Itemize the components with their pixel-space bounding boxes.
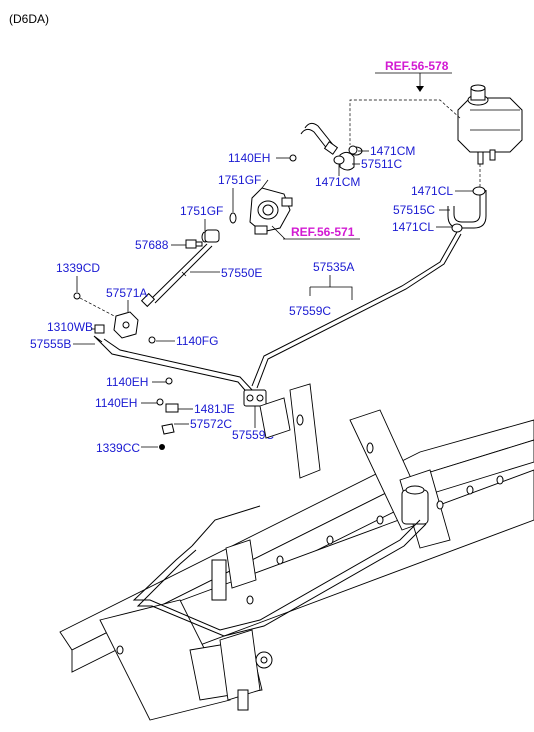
return-tube-57535a	[251, 231, 458, 387]
label-57550e[interactable]: 57550E	[221, 266, 262, 280]
pump-ref-label[interactable]: REF.56-571	[291, 225, 355, 239]
label-1140eh-top[interactable]: 1140EH	[228, 151, 270, 165]
label-1339cc[interactable]: 1339CC	[96, 441, 140, 455]
label-1751gf-top[interactable]: 1751GF	[218, 173, 261, 187]
label-57555b[interactable]: 57555B	[30, 337, 71, 351]
bolt-1310wb	[94, 324, 105, 334]
tube-57555b	[93, 335, 251, 397]
label-57559c-top[interactable]: 57559C	[289, 304, 331, 318]
nut-1339cc	[159, 444, 165, 450]
label-1140eh-a[interactable]: 1140EH	[106, 375, 148, 389]
bolt-1140eh-a	[165, 377, 173, 385]
label-1310wb[interactable]: 1310WB	[47, 320, 93, 334]
label-57535a[interactable]: 57535A	[313, 260, 354, 274]
label-57688[interactable]: 57688	[135, 238, 169, 252]
reservoir-tank	[457, 84, 523, 165]
chassis-frame	[59, 383, 534, 721]
label-1471cm-right[interactable]: 1471CM	[370, 144, 415, 158]
frame-tube-2	[136, 523, 427, 637]
label-1140eh-b[interactable]: 1140EH	[95, 396, 137, 410]
suction-hose-57515c	[447, 190, 487, 229]
label-57571a[interactable]: 57571A	[106, 286, 147, 300]
label-1471cl-top[interactable]: 1471CL	[411, 184, 453, 198]
clip-1481je	[165, 403, 179, 413]
label-1140fg[interactable]: 1140FG	[176, 334, 218, 348]
pressure-hose-57550e	[140, 229, 220, 308]
clamp-1471cm-right	[348, 145, 358, 155]
label-1471cl-low[interactable]: 1471CL	[392, 220, 434, 234]
power-steering-pump	[249, 179, 293, 235]
label-1751gf-mid[interactable]: 1751GF	[180, 204, 223, 218]
clamp-1471cm-low	[333, 155, 345, 165]
fitting-bolt-57688	[185, 239, 203, 249]
tube-57555b-2	[103, 338, 255, 393]
bolt-1140fg	[148, 336, 156, 344]
reservoir-ref-arrow	[416, 86, 424, 92]
label-57559c-low[interactable]: 57559C	[232, 428, 274, 442]
label-1471cm-low[interactable]: 1471CM	[315, 175, 360, 189]
label-57511c[interactable]: 57511C	[361, 157, 402, 171]
frame-tube-3	[191, 505, 261, 547]
bolt-1339cd	[73, 292, 81, 300]
bolt-1140eh-top	[289, 154, 297, 162]
label-57572c[interactable]: 57572C	[190, 417, 232, 431]
return-tube-57535a-2	[256, 233, 462, 389]
frame-tube-1	[132, 519, 421, 631]
label-1339cd[interactable]: 1339CD	[56, 261, 100, 275]
clamp-1471cl-low	[451, 223, 463, 233]
bracket-57572c	[161, 423, 175, 435]
dash-1339cd	[79, 297, 119, 319]
reservoir-ref-label[interactable]: REF.56-578	[385, 59, 449, 73]
clamp-1471cl-top	[472, 186, 486, 196]
tube-clamp-57559c	[243, 389, 267, 407]
label-1481je[interactable]: 1481JE	[194, 402, 235, 416]
bracket-57571a	[113, 311, 139, 339]
label-57515c[interactable]: 57515C	[393, 203, 435, 217]
gasket-1751gf-top	[229, 212, 237, 224]
engine-code-label: (D6DA)	[9, 12, 50, 26]
reservoir-dash-guide-1	[349, 99, 461, 145]
bracket-57535a	[310, 286, 353, 300]
bolt-1140eh-b	[156, 398, 164, 406]
pump-ref-leader	[271, 225, 286, 240]
